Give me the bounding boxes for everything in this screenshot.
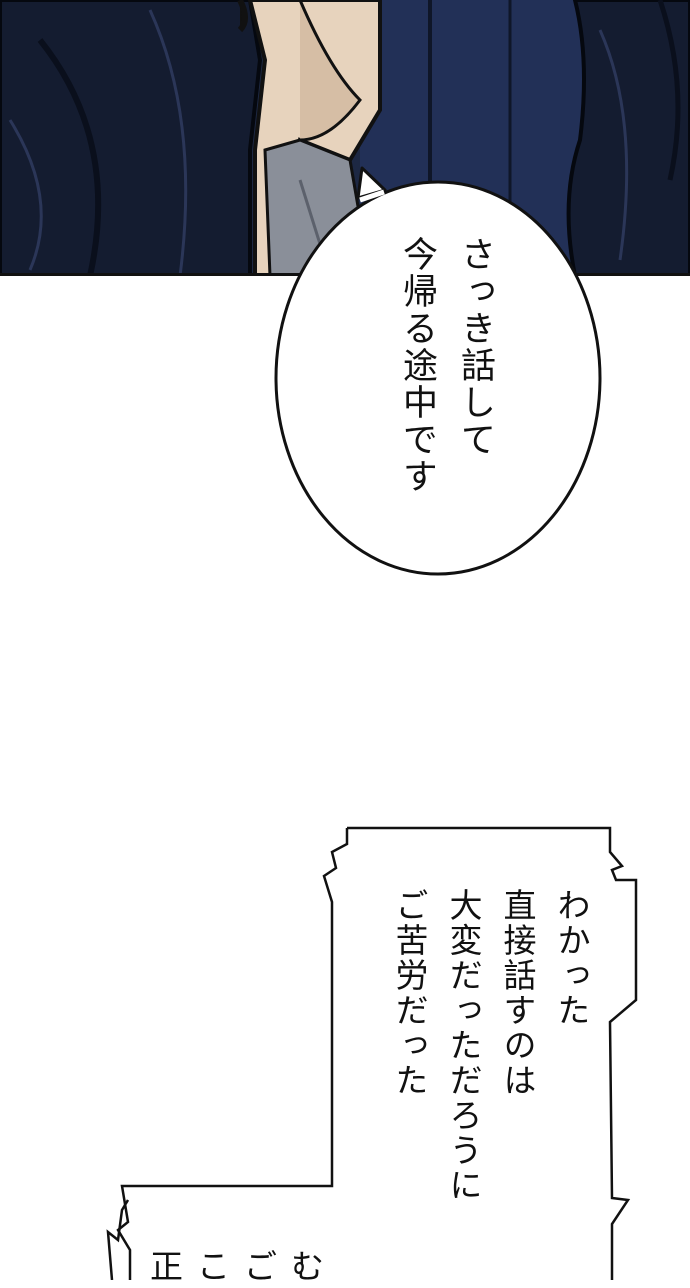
speech-line-2: 今帰る途中です	[397, 236, 437, 495]
narration-line-3: 大変だっただろうに	[444, 888, 483, 1203]
bottom-box-text: 正こごむ	[150, 1247, 338, 1286]
speech-line-1: さっき話して	[455, 236, 495, 458]
narration-line-2: 直接話すのは	[498, 888, 537, 1098]
narration-line-4: ご苦労だった	[390, 888, 429, 1098]
narration-line-1: わかった	[552, 888, 591, 1028]
speech-bubble-text: さっき話して 今帰る途中です	[388, 236, 504, 495]
narration-text: わかった 直接話すのは 大変だっただろうに ご苦労だった	[382, 888, 598, 1203]
